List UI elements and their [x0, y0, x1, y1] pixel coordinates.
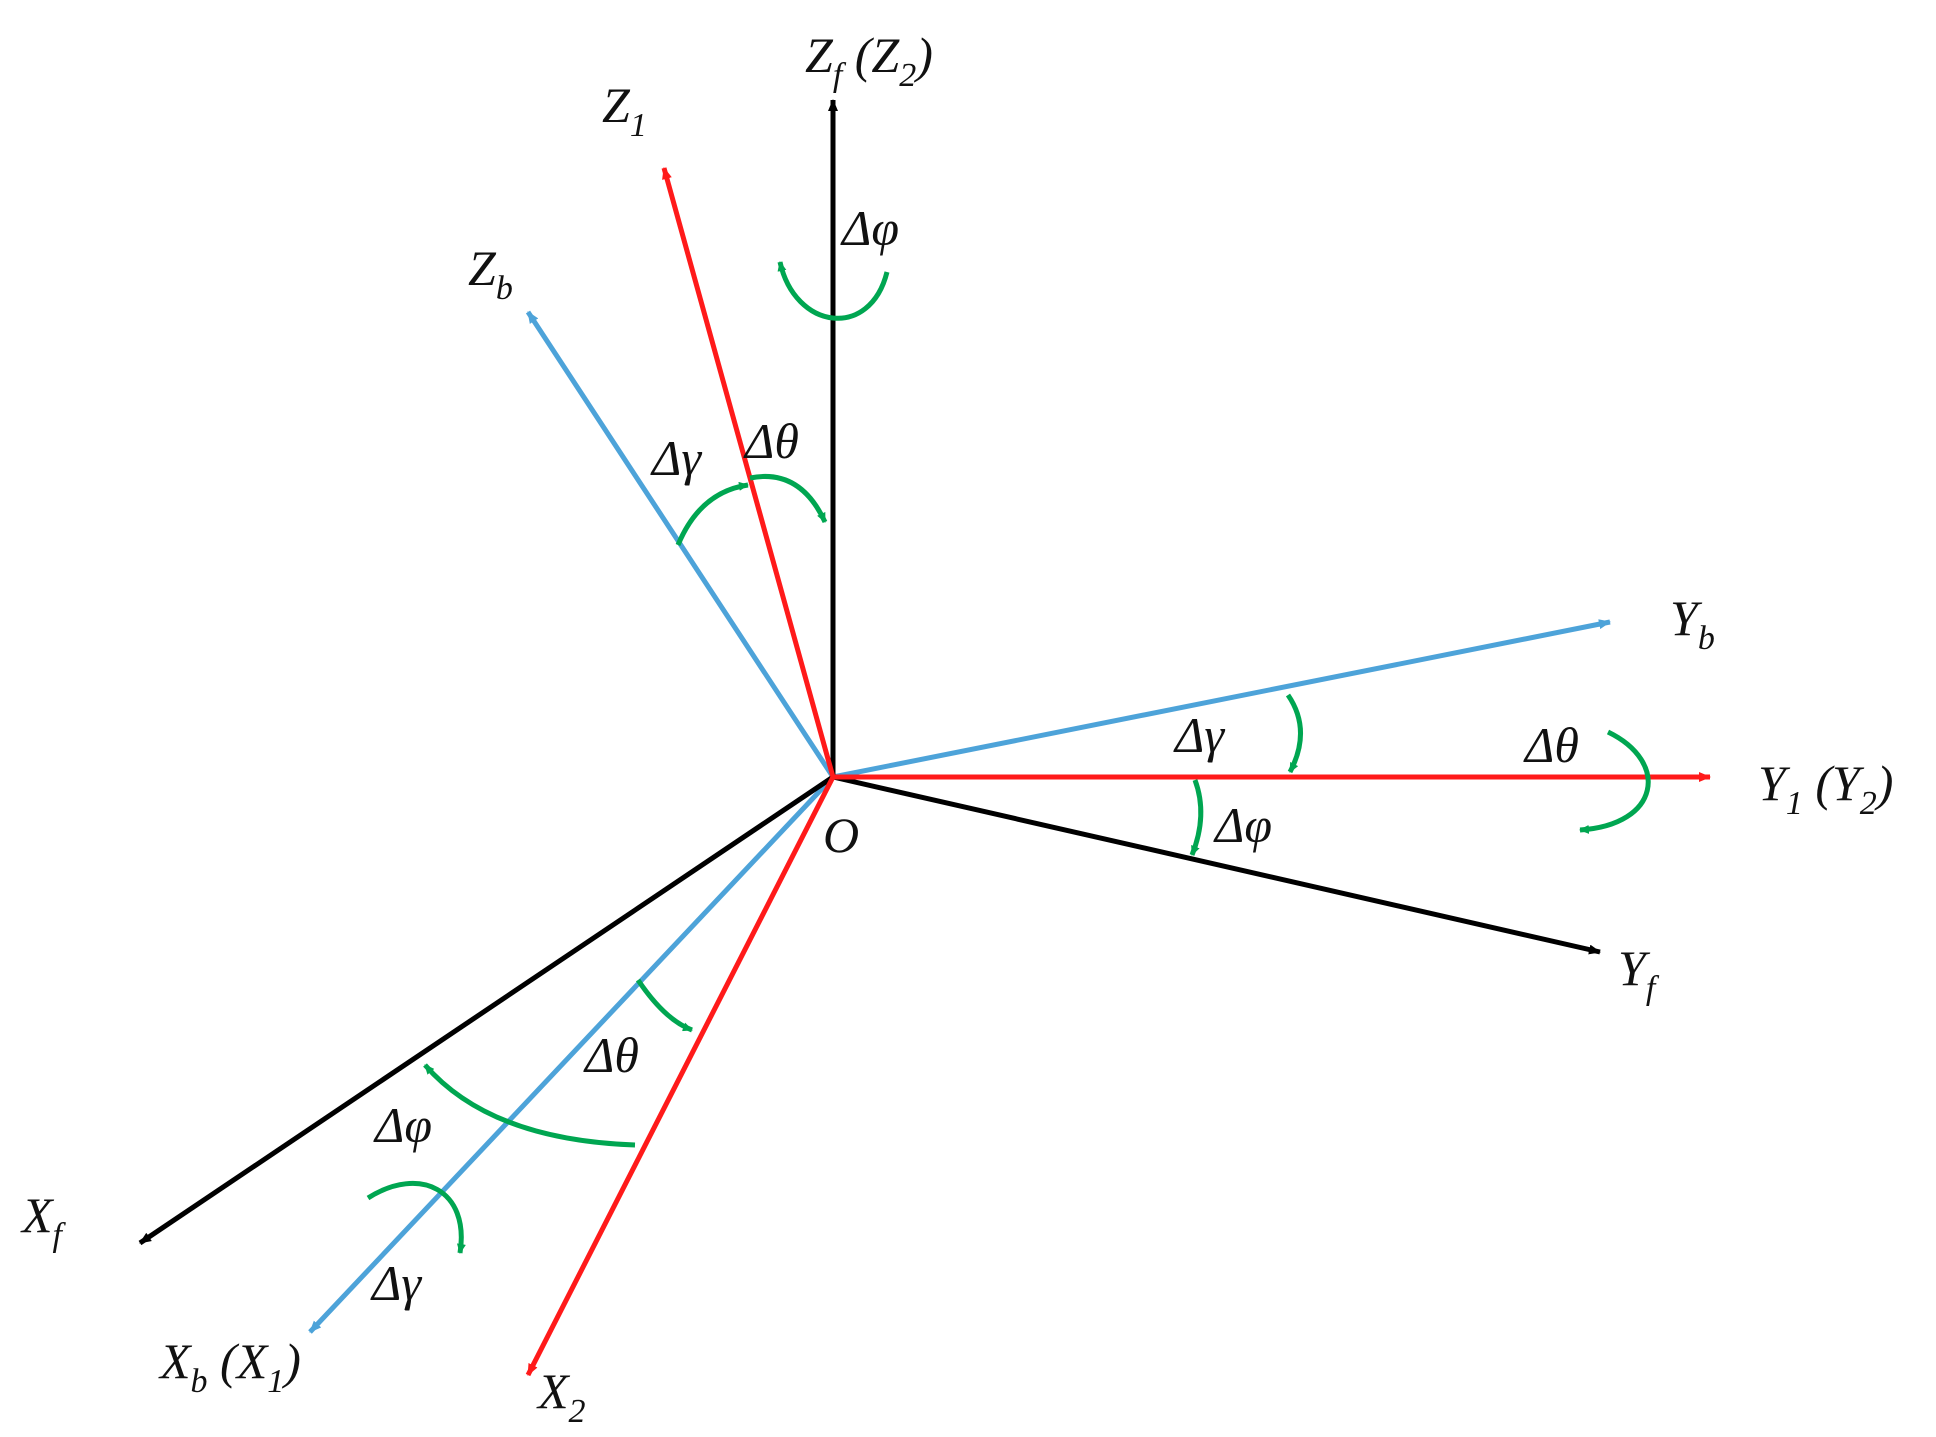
label-zb: Zb: [468, 240, 513, 307]
theta-rotation-y-arrow: [1579, 729, 1651, 834]
fixed-frame-axes: [138, 99, 1601, 1246]
label-xb: Xb (X1): [158, 1333, 301, 1400]
label-x2: X2: [536, 1363, 586, 1430]
angle-label-gamma-y: Δγ: [1173, 707, 1225, 763]
angle-label-phi-z: Δφ: [840, 200, 899, 256]
xf-axis: [138, 774, 835, 1246]
xb-axis: [308, 775, 835, 1334]
angle-labels: Δφ Δγ Δθ Δγ Δθ Δφ Δθ Δφ Δγ: [370, 200, 1579, 1311]
z1-axis: [661, 167, 836, 778]
axis-labels: Zf (Z2) Z1 Zb Yb Y1 (Y2) Yf Xf Xb (X1) X…: [20, 27, 1893, 1430]
yb-axis: [832, 619, 1611, 780]
angle-label-phi-y: Δφ: [1213, 797, 1272, 853]
gamma-arc-zb-z1: [675, 481, 749, 546]
label-xf: Xf: [20, 1187, 67, 1254]
theta-arc-z1-zf: [749, 473, 828, 524]
label-y1: Y1 (Y2): [1758, 755, 1893, 822]
label-yf: Yf: [1618, 940, 1660, 1007]
angle-label-theta-y: Δθ: [1523, 717, 1579, 773]
angle-label-theta-x: Δθ: [583, 1027, 639, 1083]
phi-arc-y1-yf: [1189, 779, 1204, 856]
phi-rotation-z-arrow: [777, 261, 890, 321]
rotation-arrows: [366, 261, 1651, 1254]
gamma-rotation-x-arrow: [366, 1180, 466, 1254]
label-zf: Zf (Z2): [805, 27, 933, 94]
gamma-arc-yb-y1: [1285, 693, 1303, 774]
label-origin: O: [823, 807, 859, 863]
yf-axis: [832, 774, 1601, 955]
label-z1: Z1: [602, 77, 647, 144]
angle-label-theta-z: Δθ: [743, 413, 799, 469]
body-frame-axes: [308, 310, 1611, 1334]
angle-label-gamma-x: Δγ: [370, 1255, 422, 1311]
x2-axis: [525, 775, 836, 1377]
angle-label-gamma-z: Δγ: [650, 430, 702, 486]
label-yb: Yb: [1670, 590, 1715, 657]
intermediate-frame-axes: [525, 167, 1711, 1377]
phi-arc-x2-xf: [423, 1063, 636, 1148]
angle-label-phi-x: Δφ: [373, 1097, 432, 1153]
theta-arc-xb-x2: [635, 978, 693, 1033]
